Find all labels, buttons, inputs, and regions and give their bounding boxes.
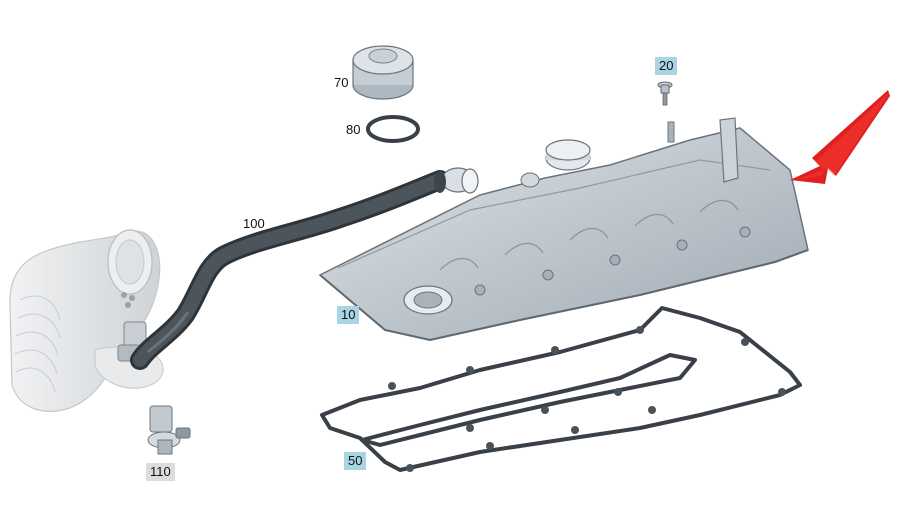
- callout-100: 100: [243, 216, 265, 231]
- breather-hose: [130, 167, 479, 370]
- air-intake-duct: [9, 229, 164, 412]
- valve-cover: [318, 117, 809, 342]
- oil-filler-cap: [352, 45, 414, 100]
- callout-20: 20: [655, 57, 678, 75]
- duct-sensor: [117, 321, 147, 362]
- red-arrow-icon: [790, 90, 890, 184]
- callout-80: 80: [346, 122, 361, 137]
- callout-10: 10: [337, 306, 360, 324]
- sensor: [147, 405, 191, 455]
- callout-50: 50: [344, 452, 367, 470]
- o-ring-seal: [366, 115, 420, 143]
- valve-cover-gasket: [320, 306, 802, 472]
- callout-70: 70: [334, 75, 349, 90]
- callout-110: 110: [146, 463, 175, 481]
- bolt: [657, 81, 673, 106]
